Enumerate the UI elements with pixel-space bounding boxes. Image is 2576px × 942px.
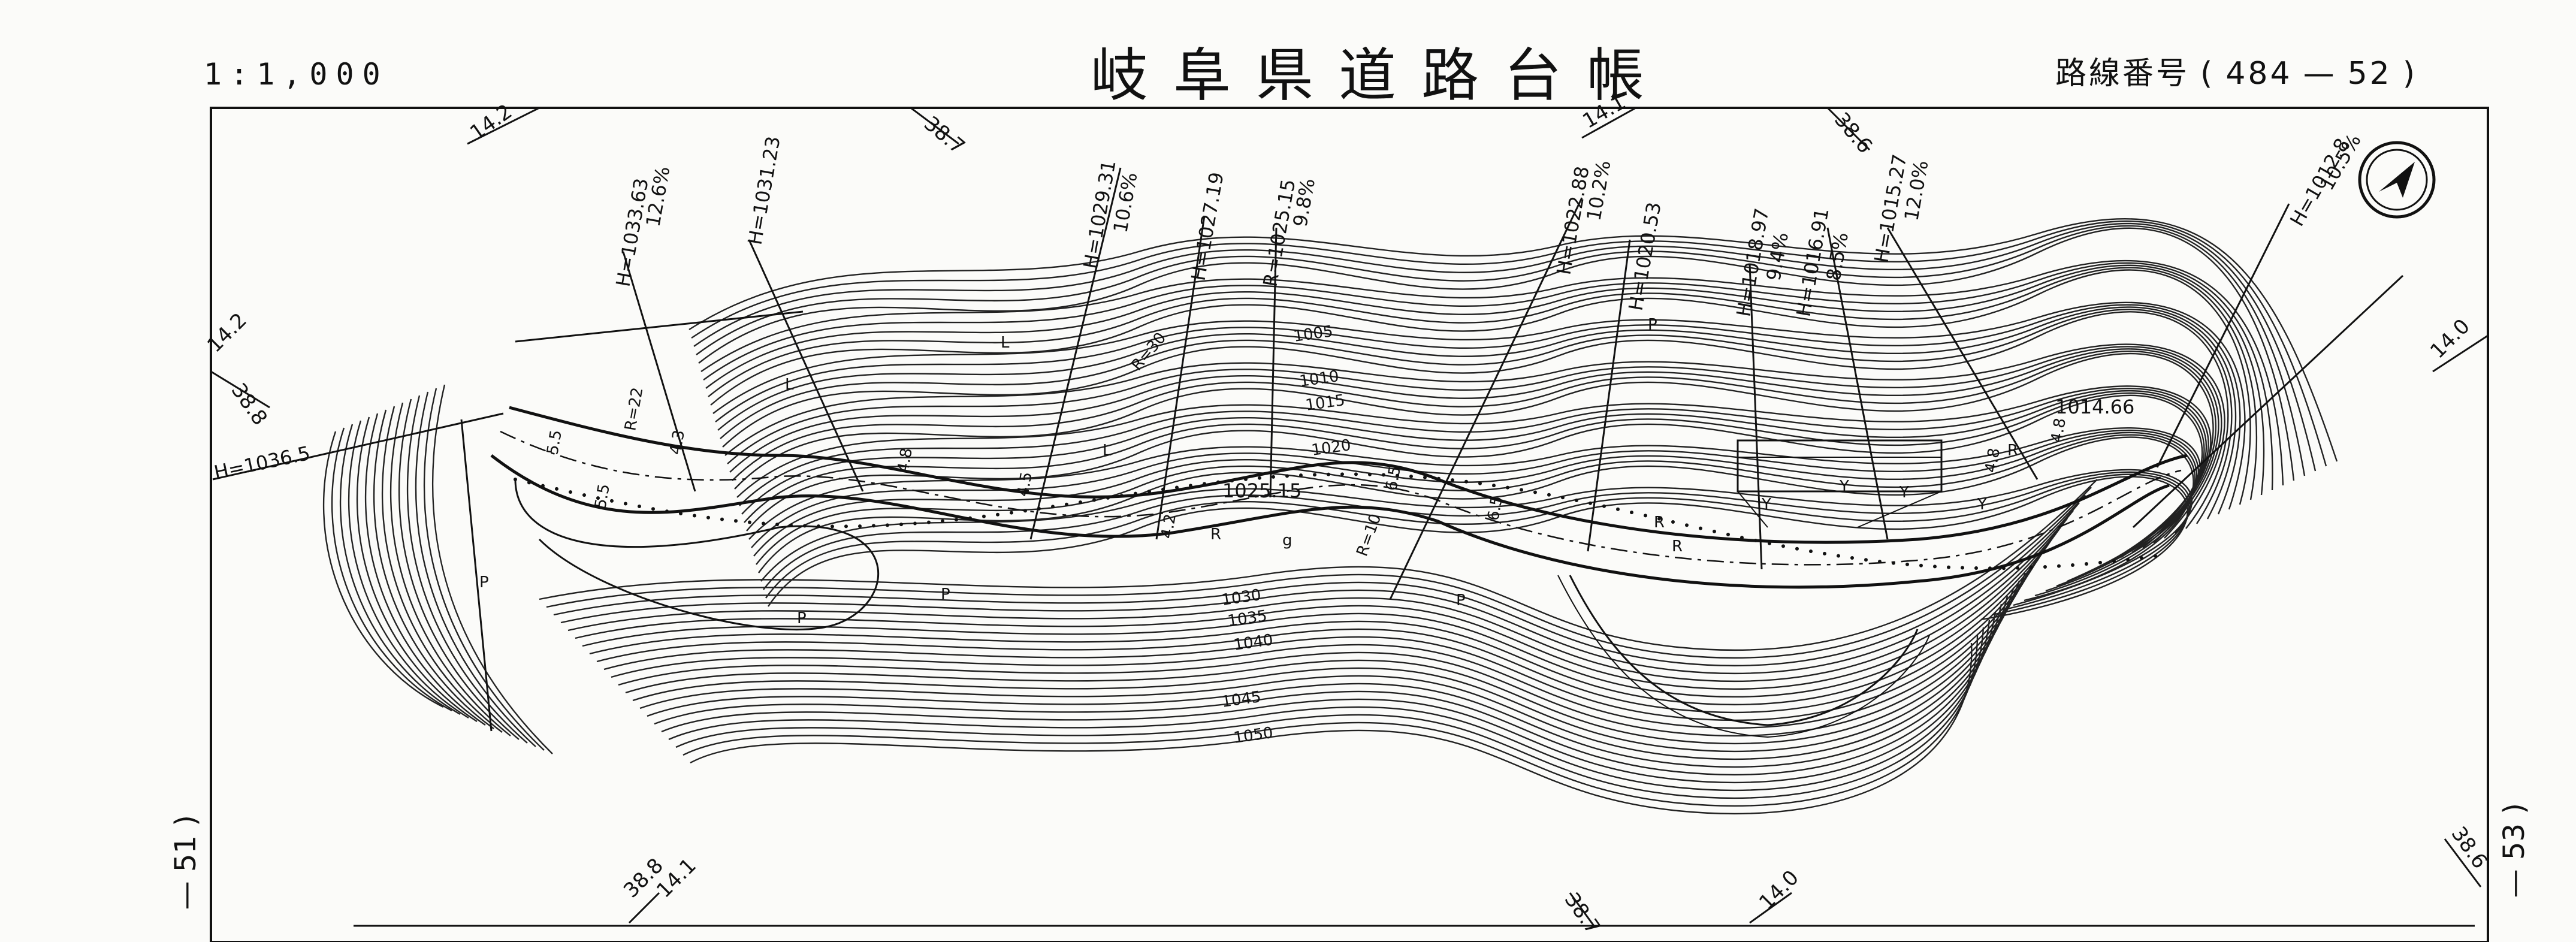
road — [490, 406, 2188, 738]
leader-lines — [212, 167, 2404, 732]
elevation-label: 1025.15 — [1222, 479, 1301, 502]
road-mark: 6.5 — [1382, 464, 1405, 492]
road-hatching — [514, 472, 2157, 570]
road-mark: L — [785, 376, 794, 394]
grid-label: 38.7 — [1560, 888, 1605, 939]
route-number: 路線番号 (484 — 52) — [2055, 48, 2428, 93]
road-mark: 4.2 — [1158, 512, 1180, 540]
grid-label: 14.0 — [2426, 315, 2475, 364]
road-mark: R — [1654, 514, 1665, 532]
route-from: 484 — [2225, 56, 2293, 92]
route-to: 52 — [2347, 56, 2392, 92]
road-mark: g — [1282, 532, 1292, 550]
road-mark: R=10 — [1353, 512, 1385, 559]
contour-label: 1020 — [1310, 436, 1352, 460]
road-mark: R=22 — [621, 386, 647, 432]
map-scale: 1:1,000 — [204, 57, 389, 92]
contour-label: 1040 — [1233, 631, 1275, 654]
grid-label: 14.0 — [1754, 866, 1804, 915]
road-mark: Y — [1839, 478, 1849, 496]
road-mark: Y — [1899, 484, 1909, 502]
elevation-label: H=1027.19 — [1186, 170, 1228, 282]
grid-label: 38.6 — [1829, 108, 1877, 158]
road-mark: P — [479, 573, 489, 591]
grid-ticks — [210, 107, 2489, 926]
elevation-label: 1014.66 — [2055, 395, 2134, 418]
north-arrow-icon — [2358, 141, 2436, 219]
road-mark: Y — [1761, 496, 1771, 514]
road-mark: 6.5 — [1484, 494, 1506, 522]
elevation-label: 12.6% — [641, 165, 674, 229]
road-mark: P — [1456, 591, 1466, 609]
elevation-label: H=1036.5 — [212, 442, 312, 484]
contour-label: 1010 — [1298, 367, 1340, 391]
road-mark: L — [1001, 334, 1010, 352]
contour-lines — [322, 218, 2338, 815]
road-mark: Y — [1977, 496, 1987, 514]
road-mark: P — [941, 585, 950, 603]
grid-label: 38.6 — [2447, 822, 2492, 873]
road-mark: R — [2007, 442, 2018, 460]
elevation-label: H=1031.23 — [743, 134, 784, 246]
grid-label: 14.2 — [466, 99, 517, 145]
grid-label: 14.1 — [652, 854, 701, 903]
road-mark: L — [1103, 442, 1112, 460]
contour-label: 1005 — [1292, 322, 1334, 346]
road-mark: P — [797, 609, 807, 627]
grid-label: 38.7 — [919, 111, 970, 159]
route-label: 路線番号 — [2055, 56, 2190, 92]
road-mark: 4.5 — [1014, 470, 1036, 498]
road-mark: 4.8 — [894, 446, 916, 474]
elevation-label: H=1022.88 — [1552, 164, 1593, 276]
road-mark: R — [1210, 526, 1221, 544]
road-mark: 4.8 — [1982, 446, 2004, 474]
road-mark: 5.5 — [591, 482, 614, 510]
contour-label: 1050 — [1233, 724, 1275, 747]
contour-label: 1030 — [1221, 586, 1263, 609]
road-mark: 4.8 — [2047, 416, 2070, 444]
road-mark: 4.3 — [666, 428, 688, 456]
road-mark: P — [1648, 316, 1657, 334]
map-frame — [210, 107, 2489, 942]
grid-label: 14.1 — [1579, 90, 1630, 133]
route-paren-close: ) — [2402, 56, 2418, 92]
map-title: 岐阜県道路台帳 — [1091, 42, 1669, 109]
road-mark: 5.5 — [543, 428, 566, 456]
route-dash: — — [2303, 56, 2337, 92]
road-mark: R — [1672, 538, 1683, 555]
route-paren-open: ( — [2200, 56, 2215, 92]
